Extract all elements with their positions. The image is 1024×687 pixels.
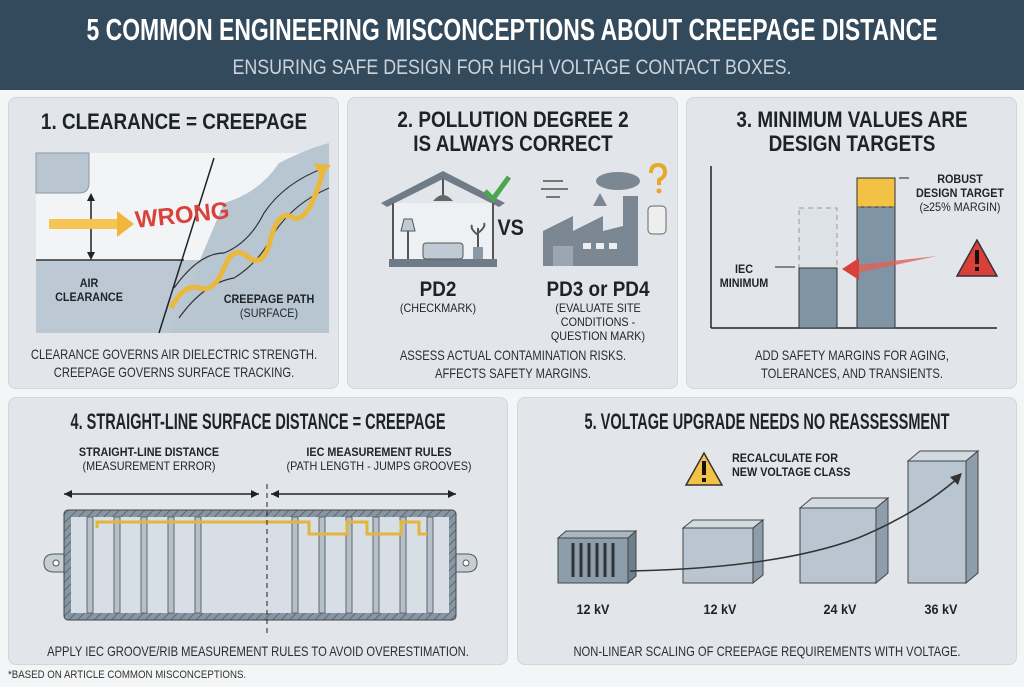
- creepage-path-label: CREEPAGE PATH(SURFACE): [215, 292, 323, 320]
- footer-line: CLEARANCE GOVERNS AIR DIELECTRIC STRENGT…: [30, 346, 317, 362]
- panel-title: 5. VOLTAGE UPGRADE NEEDS NO REASSESSMENT: [584, 409, 950, 434]
- robust-line: DESIGN TARGET: [915, 186, 1005, 200]
- label-sub: (PATH LENGTH - JUMPS GROOVES): [286, 459, 472, 473]
- pd3-title: PD3 or PD4: [546, 278, 650, 301]
- label-line: STRAIGHT-LINE DISTANCE: [78, 445, 220, 459]
- creepage-label-sub: (SURFACE): [239, 306, 299, 320]
- margin-bar-diagram: [710, 166, 999, 329]
- factory-icon: [541, 162, 668, 266]
- page-subtitle: ENSURING SAFE DESIGN FOR HIGH VOLTAGE CO…: [232, 56, 792, 79]
- air-label-line: AIR: [79, 276, 99, 290]
- box-36kv: [906, 449, 980, 585]
- panel-straight-line: 4. STRAIGHT-LINE SURFACE DISTANCE = CREE…: [8, 397, 508, 665]
- house-icon: [381, 171, 512, 267]
- iec-minimum-ghost-bar: [798, 207, 838, 269]
- footer-line: ADD SAFETY MARGINS FOR AGING,: [754, 347, 949, 363]
- label-line: IEC MEASUREMENT RULES: [306, 445, 452, 459]
- voltage-boxes-diagram: [556, 449, 980, 585]
- label-sub: (MEASUREMENT ERROR): [82, 459, 216, 473]
- panel-title: 1. CLEARANCE = CREEPAGE: [40, 109, 307, 134]
- box-12kv-small: [556, 529, 638, 585]
- robust-margin: (≥25% MARGIN): [919, 200, 1001, 214]
- creepage-label-line: CREEPAGE PATH: [223, 292, 315, 306]
- voltage-label: 12 kV: [703, 601, 737, 617]
- grooved-enclosure-diagram: [43, 484, 478, 634]
- panel-title: 4. STRAIGHT-LINE SURFACE DISTANCE = CREE…: [70, 409, 446, 434]
- iec-line: MINIMUM: [719, 276, 769, 290]
- panel-footer: CLEARANCE GOVERNS AIR DIELECTRIC STRENGT…: [30, 345, 316, 381]
- pd2-sub: (CHECKMARK): [399, 301, 477, 315]
- iec-line: IEC: [734, 262, 753, 276]
- panel-voltage-upgrade: 5. VOLTAGE UPGRADE NEEDS NO REASSESSMENT…: [517, 397, 1017, 665]
- header-banner: 5 COMMON ENGINEERING MISCONCEPTIONS ABOU…: [0, 0, 1024, 90]
- panel-footer: ASSESS ACTUAL CONTAMINATION RISKS. AFFECT…: [399, 346, 625, 382]
- footer-line: TOLERANCES, AND TRANSIENTS.: [760, 365, 943, 381]
- voltage-label: 12 kV: [576, 601, 610, 617]
- straight-line-label: STRAIGHT-LINE DISTANCE(MEASUREMENT ERROR…: [59, 445, 239, 473]
- iec-rules-label: IEC MEASUREMENT RULES(PATH LENGTH - JUMP…: [276, 445, 483, 473]
- pd2-label: PD2(CHECKMARK): [384, 278, 492, 316]
- box-12kv: [681, 518, 765, 585]
- air-label-line: CLEARANCE: [55, 290, 123, 304]
- pd2-title: PD2: [419, 278, 457, 301]
- voltage-label: 36 kV: [924, 601, 958, 617]
- panel-footer: ADD SAFETY MARGINS FOR AGING, TOLERANCES,…: [755, 346, 949, 382]
- robust-line: ROBUST: [937, 172, 983, 186]
- question-mark-icon: [649, 162, 668, 194]
- title-line: IS ALWAYS CORRECT: [412, 131, 613, 156]
- pd3-sub: QUESTION MARK): [550, 329, 646, 343]
- panel-footer: NON-LINEAR SCALING OF CREEPAGE REQUIREME…: [573, 643, 961, 659]
- iec-minimum-bar: [798, 267, 838, 329]
- footer-line: AFFECTS SAFETY MARGINS.: [434, 365, 591, 381]
- voltage-label: 24 kV: [823, 601, 857, 617]
- footer-line: CREEPAGE GOVERNS SURFACE TRACKING.: [53, 364, 294, 380]
- page-title: 5 COMMON ENGINEERING MISCONCEPTIONS ABOU…: [86, 12, 938, 47]
- clearance-creepage-illustration: [35, 143, 331, 334]
- footer-line: ASSESS ACTUAL CONTAMINATION RISKS.: [399, 347, 626, 363]
- margin-segment: [856, 177, 896, 208]
- callout-line: NEW VOLTAGE CLASS: [732, 465, 851, 479]
- pd3-sub: CONDITIONS -: [560, 315, 636, 329]
- pd3-sub: (EVALUATE SITE: [555, 301, 641, 315]
- title-line: 2. POLLUTION DEGREE 2: [396, 107, 629, 132]
- title-line: DESIGN TARGETS: [768, 131, 935, 156]
- vs-label: VS: [497, 215, 524, 240]
- callout-line: RECALCULATE FOR: [732, 451, 839, 465]
- footnote: *BASED ON ARTICLE COMMON MISCONCEPTIONS.: [8, 669, 247, 681]
- title-line: 3. MINIMUM VALUES ARE: [735, 107, 968, 132]
- box-24kv: [798, 496, 890, 585]
- panel-footer: APPLY IEC GROOVE/RIB MEASUREMENT RULES T…: [47, 643, 469, 659]
